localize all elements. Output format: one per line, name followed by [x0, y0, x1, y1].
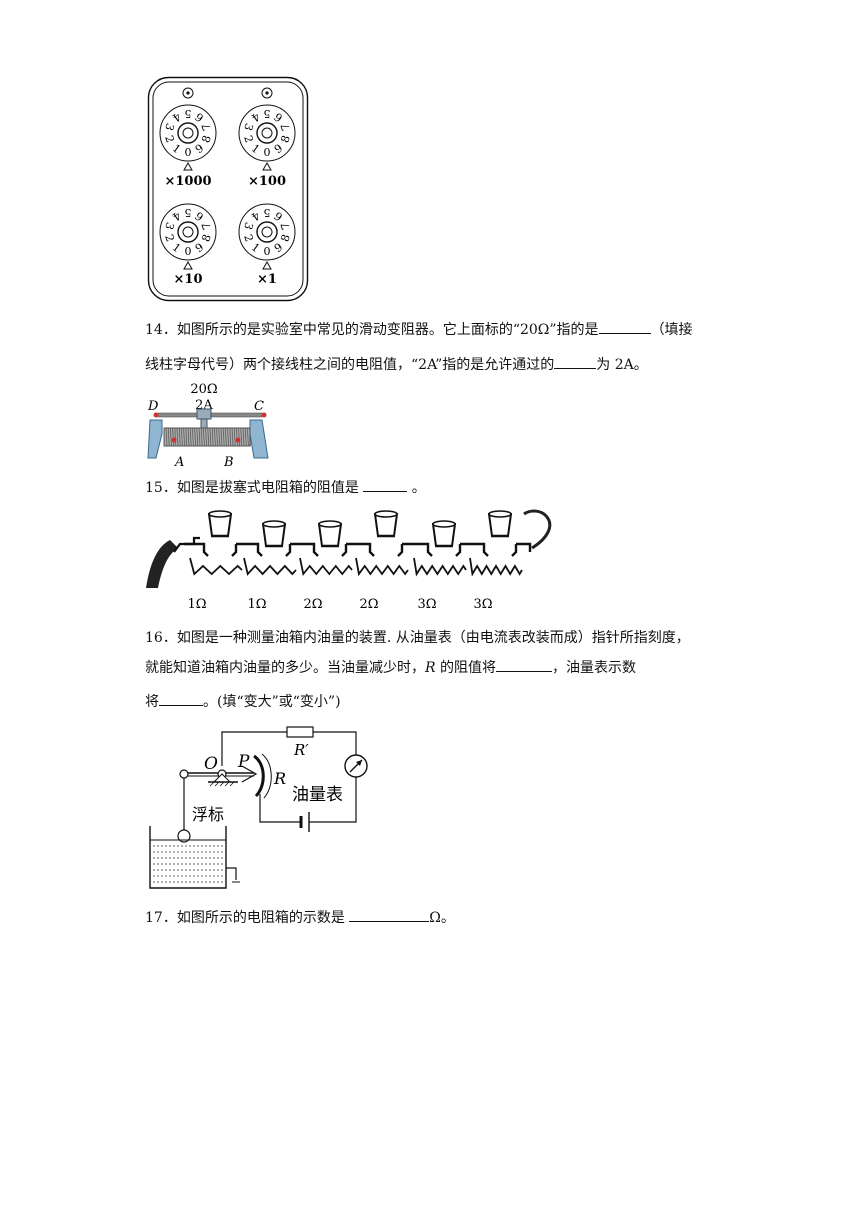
resistor-coil [299, 557, 353, 577]
resistor-value-label: 2Ω [359, 597, 378, 612]
dial-digit: 9 [272, 141, 285, 156]
dial-digit: 4 [170, 209, 183, 224]
dial-digit: 1 [249, 141, 262, 156]
multiplier-label: ×100 [248, 174, 286, 189]
dial-digit: 4 [170, 110, 183, 125]
q16-line3: 将。(填“变大”或“变小”) [145, 688, 341, 717]
resistor-coil [413, 557, 467, 577]
resistor-value-label: 3Ω [473, 597, 492, 612]
svg-text:A: A [174, 455, 184, 470]
dial-digit: 1 [249, 240, 262, 255]
dial-digit: 1 [170, 141, 183, 156]
resistor-coil [189, 557, 243, 576]
dial-digit: 5 [264, 206, 271, 219]
dial-digit: 5 [185, 107, 192, 120]
dial-digit: 3 [162, 221, 177, 232]
answer-blank[interactable] [496, 657, 552, 672]
dial-digit: 2 [241, 134, 256, 145]
resistor-value-label: 3Ω [417, 597, 436, 612]
dial-digit: 6 [272, 110, 285, 125]
resistor-value-label: 1Ω [187, 597, 206, 612]
dial-digit: 7 [278, 122, 293, 133]
svg-text:O: O [204, 754, 218, 774]
dial-digit: 8 [199, 233, 214, 244]
resistor-icon [286, 726, 314, 738]
dial-digit: 2 [162, 134, 177, 145]
meter-icon [344, 754, 368, 778]
dial-digit: 9 [193, 141, 206, 156]
svg-text:P: P [237, 752, 250, 772]
dial-digit: 8 [199, 134, 214, 145]
dial-digit: 7 [199, 221, 214, 232]
dial-digit: 4 [249, 209, 262, 224]
q16-line2: 就能知道油箱内油量的多少。当油量减少时，R 的阻值将，油量表示数 [145, 654, 636, 683]
resistor-value-label: 1Ω [247, 597, 266, 612]
q14-line2: 线柱字母代号）两个接线柱之间的电阻值，“2A”指的是允许通过的为 2A。 [145, 351, 648, 380]
q16-line1: 16．如图是一种测量油箱内油量的装置. 从油量表（由电流表改装而成）指针所指刻度… [145, 630, 690, 646]
svg-text:20Ω: 20Ω [190, 382, 217, 397]
svg-text:油量表: 油量表 [292, 785, 343, 805]
svg-text:D: D [147, 399, 159, 414]
oil-gauge-circuit-figure: R′ R 油量表 O P 浮标 [149, 726, 368, 889]
dial-digit: 8 [278, 134, 293, 145]
svg-text:R′: R′ [293, 741, 309, 759]
svg-text:浮标: 浮标 [192, 805, 224, 824]
dial-digit: 8 [278, 233, 293, 244]
dial-digit: 5 [264, 107, 271, 120]
dial-digit: 6 [272, 209, 285, 224]
dial-digit: 5 [185, 206, 192, 219]
resistor-coil [469, 557, 523, 577]
dial-digit: 3 [241, 221, 256, 232]
dial-digit: 2 [241, 233, 256, 244]
q14-line1: 14．如图所示的是实验室中常见的滑动变阻器。它上面标的“20Ω”指的是（填接 [145, 316, 693, 345]
multiplier-label: ×1000 [164, 174, 211, 189]
answer-blank[interactable] [349, 907, 430, 922]
dial-digit: 9 [193, 240, 206, 255]
svg-text:R: R [273, 769, 286, 788]
dial-digit: 7 [278, 221, 293, 232]
terminal-icon [261, 87, 273, 99]
sliding-rheostat-figure: 20Ω 2A D C A B [147, 382, 269, 470]
resistor-coil [243, 557, 297, 576]
dial-digit: 0 [264, 146, 271, 159]
resistor-coil [355, 557, 409, 577]
q17-line: 17．如图所示的电阻箱的示数是 Ω。 [145, 904, 455, 933]
dial-digit: 0 [264, 245, 271, 258]
plug-resistance-box-figure: 1Ω 1Ω 2Ω 2Ω 3Ω 3Ω [146, 509, 552, 612]
dial-digit: 3 [241, 122, 256, 133]
dial-digit: 0 [185, 146, 192, 159]
resistor-value-label: 2Ω [303, 597, 322, 612]
answer-blank[interactable] [598, 319, 651, 334]
answer-blank[interactable] [554, 354, 597, 369]
svg-text:B: B [223, 455, 234, 470]
answer-blank[interactable] [363, 477, 408, 492]
dial-digit: 3 [162, 122, 177, 133]
terminal-icon [182, 87, 194, 99]
dial-digit: 7 [199, 122, 214, 133]
multiplier-label: ×10 [174, 272, 203, 287]
svg-text:C: C [254, 399, 264, 414]
answer-blank[interactable] [159, 691, 203, 706]
dial-digit: 2 [162, 233, 177, 244]
dial-digit: 0 [185, 245, 192, 258]
multiplier-label: ×1 [257, 272, 277, 287]
dial-digit: 9 [272, 240, 285, 255]
dial-digit: 4 [249, 110, 262, 125]
dial-digit: 6 [193, 110, 206, 125]
dial-digit: 1 [170, 240, 183, 255]
dial-digit: 6 [193, 209, 206, 224]
q15-line: 15．如图是拔塞式电阻箱的阻值是 。 [145, 474, 426, 503]
